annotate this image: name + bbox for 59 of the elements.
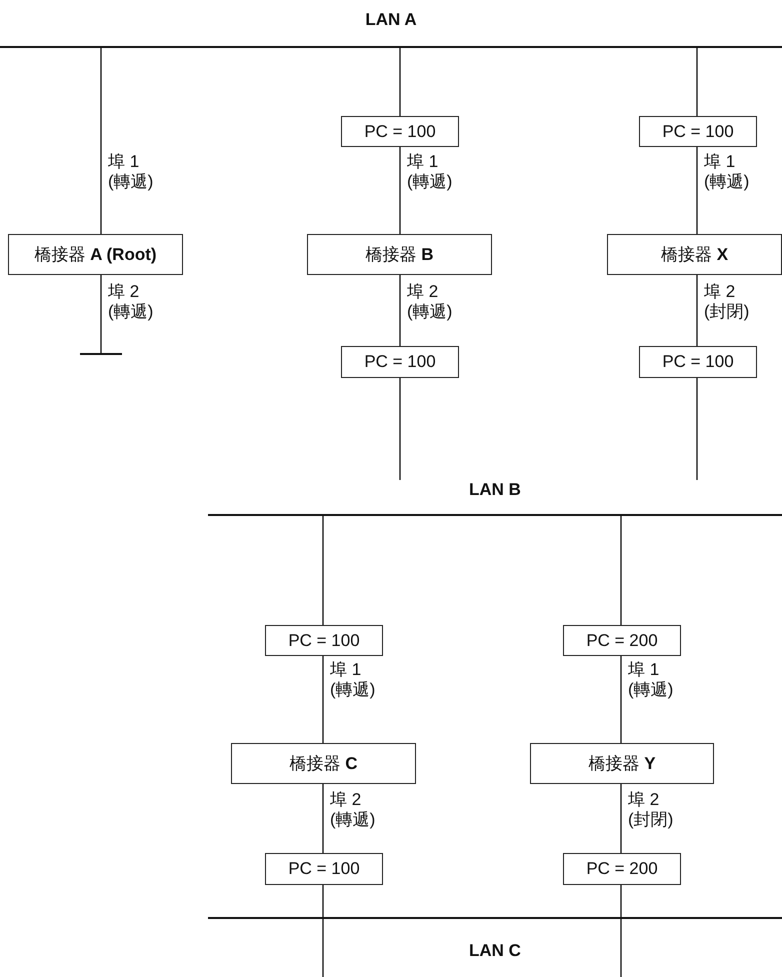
node-label: 橋接器 X bbox=[660, 244, 728, 266]
bridge-box bbox=[8, 234, 183, 275]
port-label: 埠 2 (轉遞) bbox=[108, 282, 154, 322]
port-label: 埠 1 (轉遞) bbox=[628, 660, 674, 700]
port-label: 埠 2 (封閉) bbox=[704, 282, 750, 322]
path-cost-box bbox=[563, 853, 681, 885]
port-label: 埠 2 (轉遞) bbox=[330, 790, 376, 830]
cable-line bbox=[696, 275, 698, 346]
node-label: PC = 100 bbox=[662, 352, 734, 372]
port-label: 埠 1 (轉遞) bbox=[407, 152, 454, 192]
cable-line bbox=[399, 147, 401, 234]
bridge-box bbox=[231, 743, 416, 784]
node-label: 橋接器 B bbox=[365, 244, 434, 266]
cable-line bbox=[620, 515, 622, 625]
cable-line bbox=[696, 378, 698, 480]
node-label: PC = 200 bbox=[586, 859, 658, 879]
path-cost-box bbox=[341, 346, 459, 378]
bridge-box bbox=[607, 234, 782, 275]
lan-segment bbox=[0, 10, 782, 48]
cable-line bbox=[696, 47, 698, 116]
path-cost-box bbox=[265, 625, 383, 656]
cable-line bbox=[100, 275, 102, 353]
node-label: PC = 100 bbox=[288, 630, 360, 650]
cable-line bbox=[100, 47, 102, 234]
cable-line bbox=[322, 656, 324, 743]
cable-line bbox=[399, 275, 401, 346]
port-label: 埠 2 (轉遞) bbox=[407, 282, 454, 322]
cable-line bbox=[322, 885, 324, 918]
node-label: 橋接器 A (Root) bbox=[34, 244, 157, 266]
node-label: PC = 100 bbox=[364, 352, 436, 372]
cable-line bbox=[322, 515, 324, 625]
path-cost-box bbox=[639, 116, 757, 147]
cable-line bbox=[696, 147, 698, 234]
node-label: 橋接器 C bbox=[289, 753, 358, 775]
lan-label: LAN A bbox=[365, 10, 417, 30]
node-label: PC = 200 bbox=[586, 630, 658, 650]
cable-line bbox=[322, 784, 324, 853]
cable-line bbox=[620, 885, 622, 918]
cable-line bbox=[399, 47, 401, 116]
cable-line bbox=[399, 378, 401, 480]
path-cost-box bbox=[341, 116, 459, 147]
node-label: 橋接器 Y bbox=[588, 753, 656, 775]
cable-line bbox=[620, 784, 622, 853]
path-cost-box bbox=[639, 346, 757, 378]
path-cost-box bbox=[563, 625, 681, 656]
lan-segment bbox=[208, 480, 782, 516]
node-label: PC = 100 bbox=[288, 859, 360, 879]
node-label: PC = 100 bbox=[662, 122, 734, 142]
node-label: PC = 100 bbox=[364, 122, 436, 142]
port-label: 埠 1 (轉遞) bbox=[330, 660, 376, 700]
bridge-box bbox=[530, 743, 714, 784]
cable-line bbox=[620, 656, 622, 743]
port-label: 埠 2 (封閉) bbox=[628, 790, 674, 830]
lan-label: LAN C bbox=[469, 941, 521, 961]
lan-label: LAN B bbox=[469, 480, 521, 500]
port-label: 埠 1 (轉遞) bbox=[108, 152, 154, 192]
bridge-box bbox=[307, 234, 492, 275]
port-label: 埠 1 (轉遞) bbox=[704, 152, 750, 192]
path-cost-box bbox=[265, 853, 383, 885]
